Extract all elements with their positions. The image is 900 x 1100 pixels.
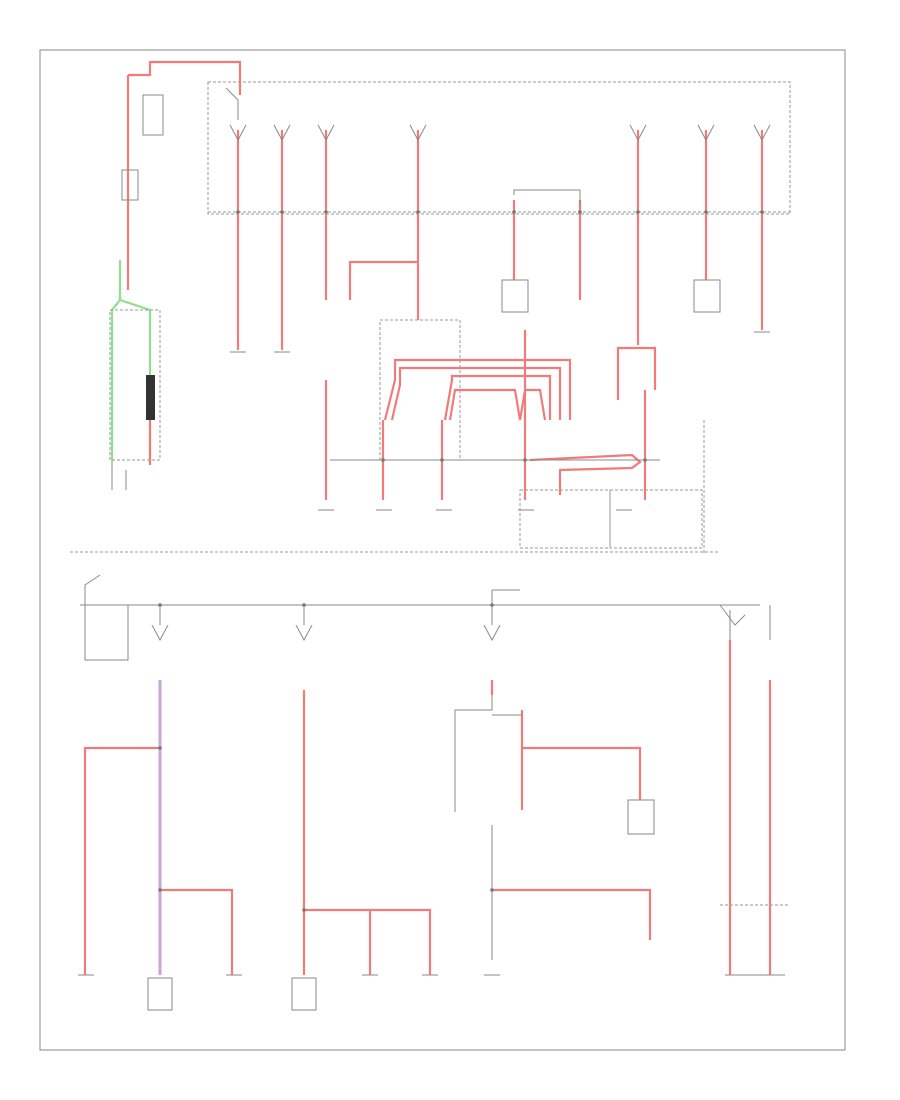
upper-power-distribution — [109, 60, 791, 555]
battery-symbol — [142, 94, 164, 136]
component-box-b — [609, 489, 703, 549]
component-box-a — [519, 489, 611, 549]
diagram-border — [39, 49, 846, 1051]
generator-box — [109, 309, 161, 461]
top-ground-marks — [230, 331, 770, 511]
mega-fuse-symbol — [121, 169, 139, 201]
bottom-component-box-2 — [291, 977, 317, 1011]
battery-feed-wire — [126, 60, 242, 290]
fusible-link — [146, 375, 155, 420]
relay-box-right — [693, 279, 721, 313]
ground-feed-wire — [110, 260, 152, 460]
top-fuse-drops — [236, 130, 764, 350]
crossover-wires — [383, 358, 572, 421]
junction-nodes — [158, 210, 764, 912]
lower-power-distribution — [78, 574, 790, 1011]
bottom-component-box-3 — [627, 799, 655, 835]
relay-box-left — [501, 279, 529, 313]
generator-ground — [111, 460, 127, 490]
fuse-heads — [225, 87, 771, 142]
mid-branch-wire — [348, 260, 418, 300]
bottom-component-box-1 — [147, 977, 173, 1011]
top-fuse-box-outline — [207, 81, 791, 215]
